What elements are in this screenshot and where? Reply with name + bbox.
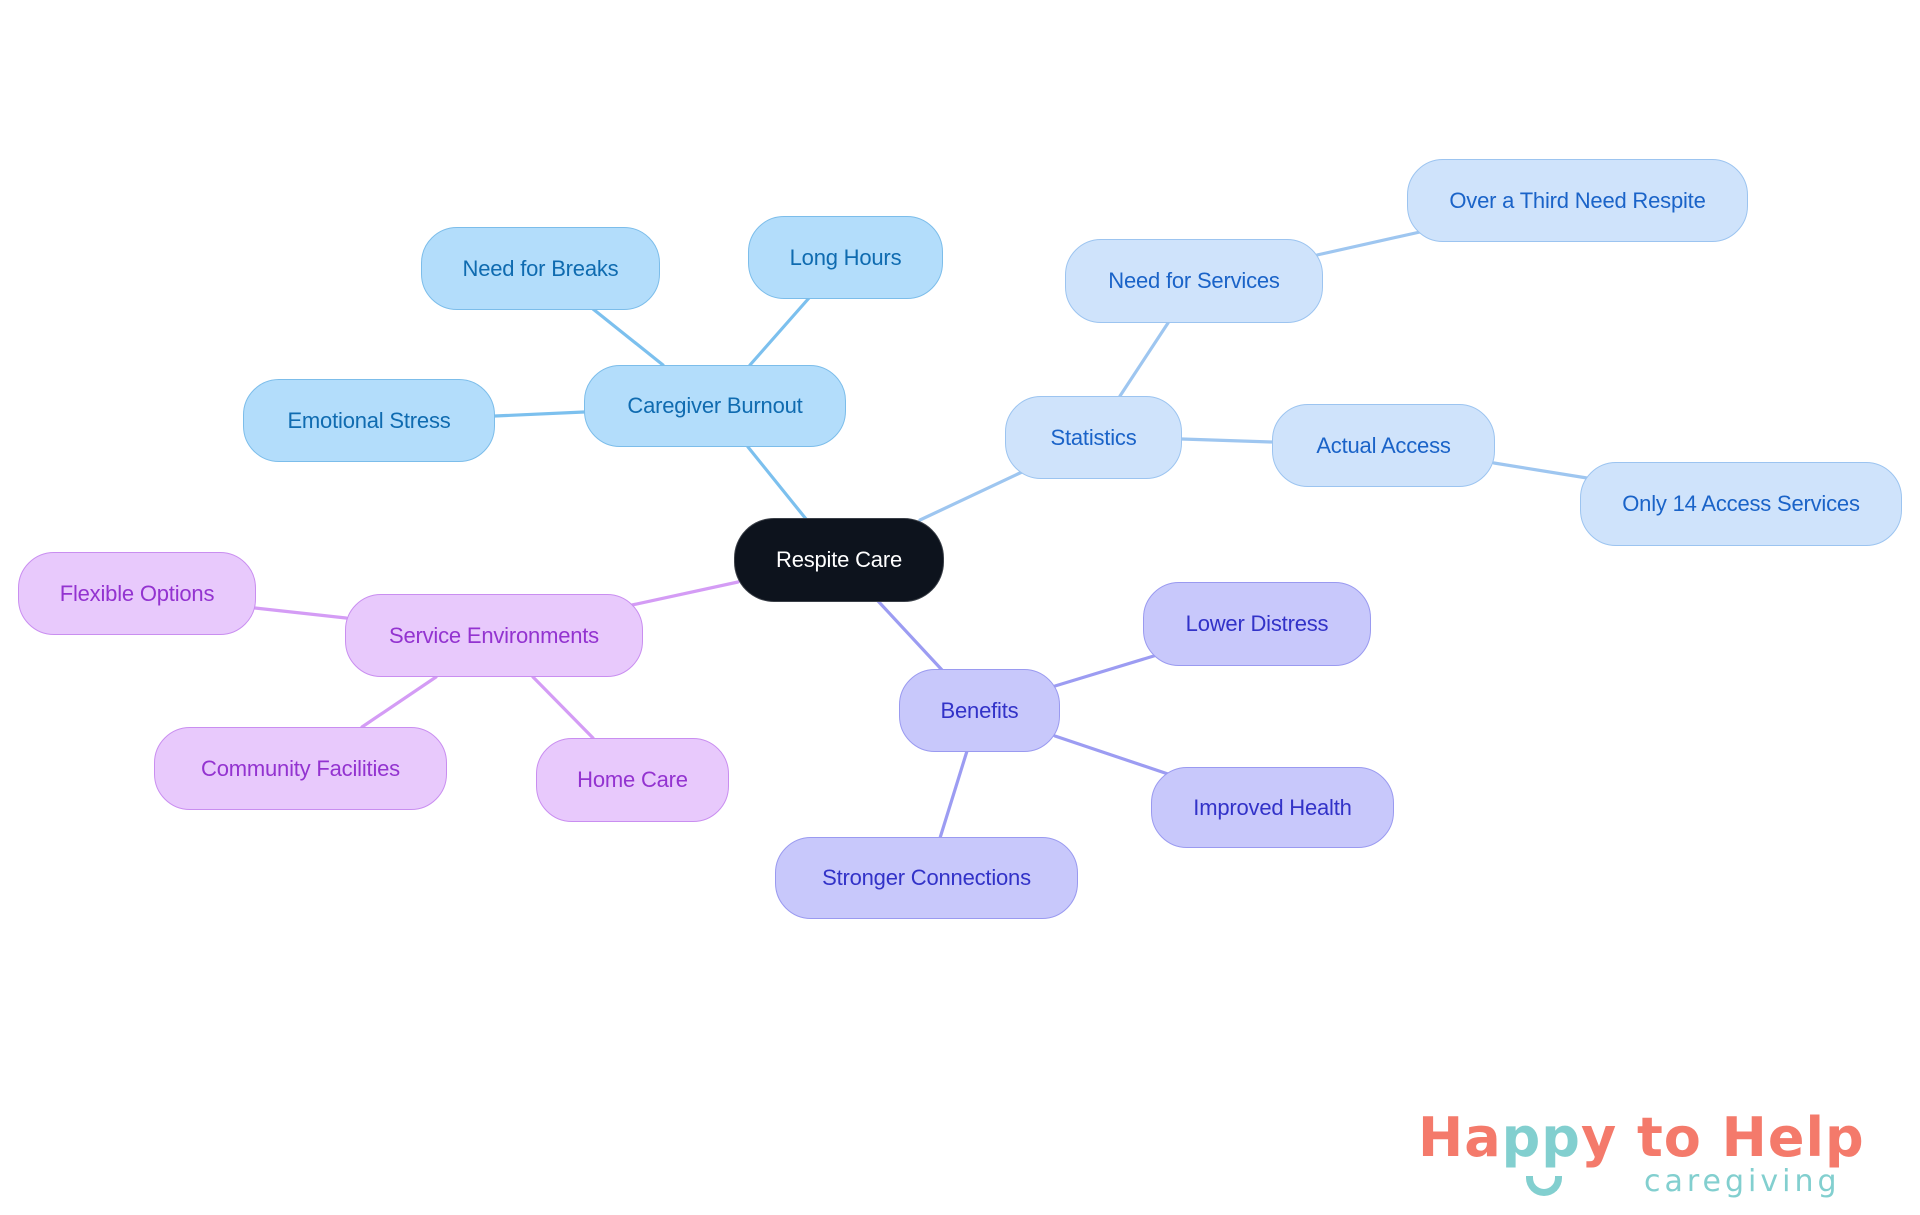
node-statistics[interactable]: Statistics	[1005, 396, 1182, 479]
node-home-care[interactable]: Home Care	[536, 738, 729, 822]
node-label: Emotional Stress	[287, 407, 451, 433]
connector-line	[938, 749, 969, 840]
node-label: Home Care	[577, 767, 688, 792]
node-stronger-connections[interactable]: Stronger Connections	[775, 837, 1078, 919]
node-label: Need for Services	[1108, 268, 1280, 293]
connector-line	[493, 410, 586, 418]
connector-line	[1053, 653, 1159, 688]
node-label: Service Environments	[389, 622, 599, 648]
connector-line	[1492, 461, 1589, 480]
connector-line	[746, 445, 808, 521]
connector-line	[360, 675, 438, 729]
connector-line	[531, 675, 595, 740]
node-label: Need for Breaks	[462, 255, 619, 281]
node-label: Long Hours	[789, 244, 902, 270]
node-emotional-stress[interactable]: Emotional Stress	[243, 379, 495, 462]
node-actual-access[interactable]: Actual Access	[1272, 404, 1495, 487]
connector-line	[918, 470, 1024, 522]
connector-line	[1180, 437, 1274, 444]
node-need-for-breaks[interactable]: Need for Breaks	[421, 227, 660, 310]
connector-line	[630, 580, 740, 607]
node-label: Benefits	[940, 697, 1019, 723]
connector-line	[748, 296, 811, 367]
node-label: Respite Care	[776, 547, 902, 572]
node-over-a-third-need-respite[interactable]: Over a Third Need Respite	[1407, 159, 1748, 242]
logo-wordmark: Happy to Help	[1418, 1106, 1865, 1169]
node-label: Caregiver Burnout	[627, 393, 803, 418]
node-label: Flexible Options	[59, 580, 215, 606]
connector-line	[591, 307, 665, 367]
node-label: Lower Distress	[1185, 611, 1329, 636]
node-label: Stronger Connections	[822, 865, 1031, 890]
node-label: Only 14 Access Services	[1622, 491, 1860, 516]
node-only-14-access-services[interactable]: Only 14 Access Services	[1580, 462, 1902, 546]
connector-line	[1053, 734, 1170, 776]
smile-icon	[1526, 1176, 1562, 1196]
node-flexible-options[interactable]: Flexible Options	[18, 552, 256, 635]
node-label: Community Facilities	[201, 755, 400, 781]
connector-line	[253, 606, 348, 620]
node-label: Improved Health	[1193, 794, 1352, 820]
node-caregiver-burnout[interactable]: Caregiver Burnout	[584, 365, 846, 447]
node-benefits[interactable]: Benefits	[899, 669, 1060, 752]
connector-line	[876, 599, 944, 672]
node-label: Statistics	[1050, 424, 1137, 450]
connector-line	[1118, 321, 1170, 398]
logo-tagline: caregiving	[1644, 1164, 1841, 1199]
node-label: Over a Third Need Respite	[1449, 187, 1706, 213]
node-service-environments[interactable]: Service Environments	[345, 594, 643, 677]
happy-to-help-logo: Happy to Help caregiving	[1418, 1106, 1878, 1200]
node-respite-care[interactable]: Respite Care	[734, 518, 944, 602]
connector-line	[1315, 230, 1422, 257]
node-need-for-services[interactable]: Need for Services	[1065, 239, 1323, 323]
node-lower-distress[interactable]: Lower Distress	[1143, 582, 1371, 666]
node-long-hours[interactable]: Long Hours	[748, 216, 943, 299]
node-improved-health[interactable]: Improved Health	[1151, 767, 1394, 848]
node-community-facilities[interactable]: Community Facilities	[154, 727, 447, 810]
node-label: Actual Access	[1316, 432, 1451, 458]
